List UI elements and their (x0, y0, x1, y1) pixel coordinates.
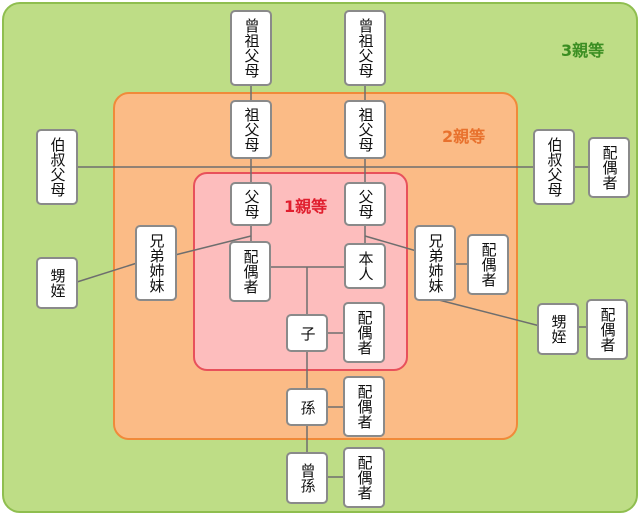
nephew-niece-right-spouse-box: 配偶者 (586, 299, 628, 360)
siblings-right-spouse-box: 配偶者 (467, 234, 509, 295)
parents-left-box: 父母 (230, 182, 272, 226)
left-nephew-line (76, 262, 138, 283)
great-grandchild-spouse-box: 配偶者 (343, 447, 385, 508)
second-degree-label: 2親等 (442, 127, 486, 146)
uncle-aunt-right-spouse-box: 配偶者 (588, 137, 630, 198)
grandchild-spouse-box: 配偶者 (343, 376, 385, 437)
uncle-aunt-right-box: 伯叔父母 (533, 129, 575, 205)
nephew-niece-right-box: 甥姪 (537, 303, 579, 355)
uncle-aunt-left-box: 伯叔父母 (36, 129, 78, 205)
right-siblings-line (364, 235, 421, 253)
siblings-left-box: 兄弟姉妹 (135, 225, 177, 301)
siblings-right-box: 兄弟姉妹 (414, 225, 456, 301)
right-nephew-line (434, 298, 541, 327)
self-box: 本人 (344, 243, 386, 289)
great-grandparents-left-box: 曾祖父母 (230, 10, 272, 86)
third-degree-label: 3親等 (561, 41, 605, 60)
child-box: 子 (286, 314, 328, 352)
parents-right-box: 父母 (344, 182, 386, 226)
spouse-box: 配偶者 (229, 241, 271, 302)
great-grandparents-right-box: 曾祖父母 (344, 10, 386, 86)
grandparents-right-box: 祖父母 (344, 100, 386, 159)
nephew-niece-left-box: 甥姪 (36, 257, 78, 309)
left-siblings-line (174, 235, 252, 256)
grandparents-left-box: 祖父母 (230, 100, 272, 159)
first-degree-label: 1親等 (284, 197, 328, 216)
grandchild-box: 孫 (286, 388, 328, 426)
great-grandchild-box: 曾孫 (286, 452, 328, 504)
child-spouse-box: 配偶者 (343, 302, 385, 363)
